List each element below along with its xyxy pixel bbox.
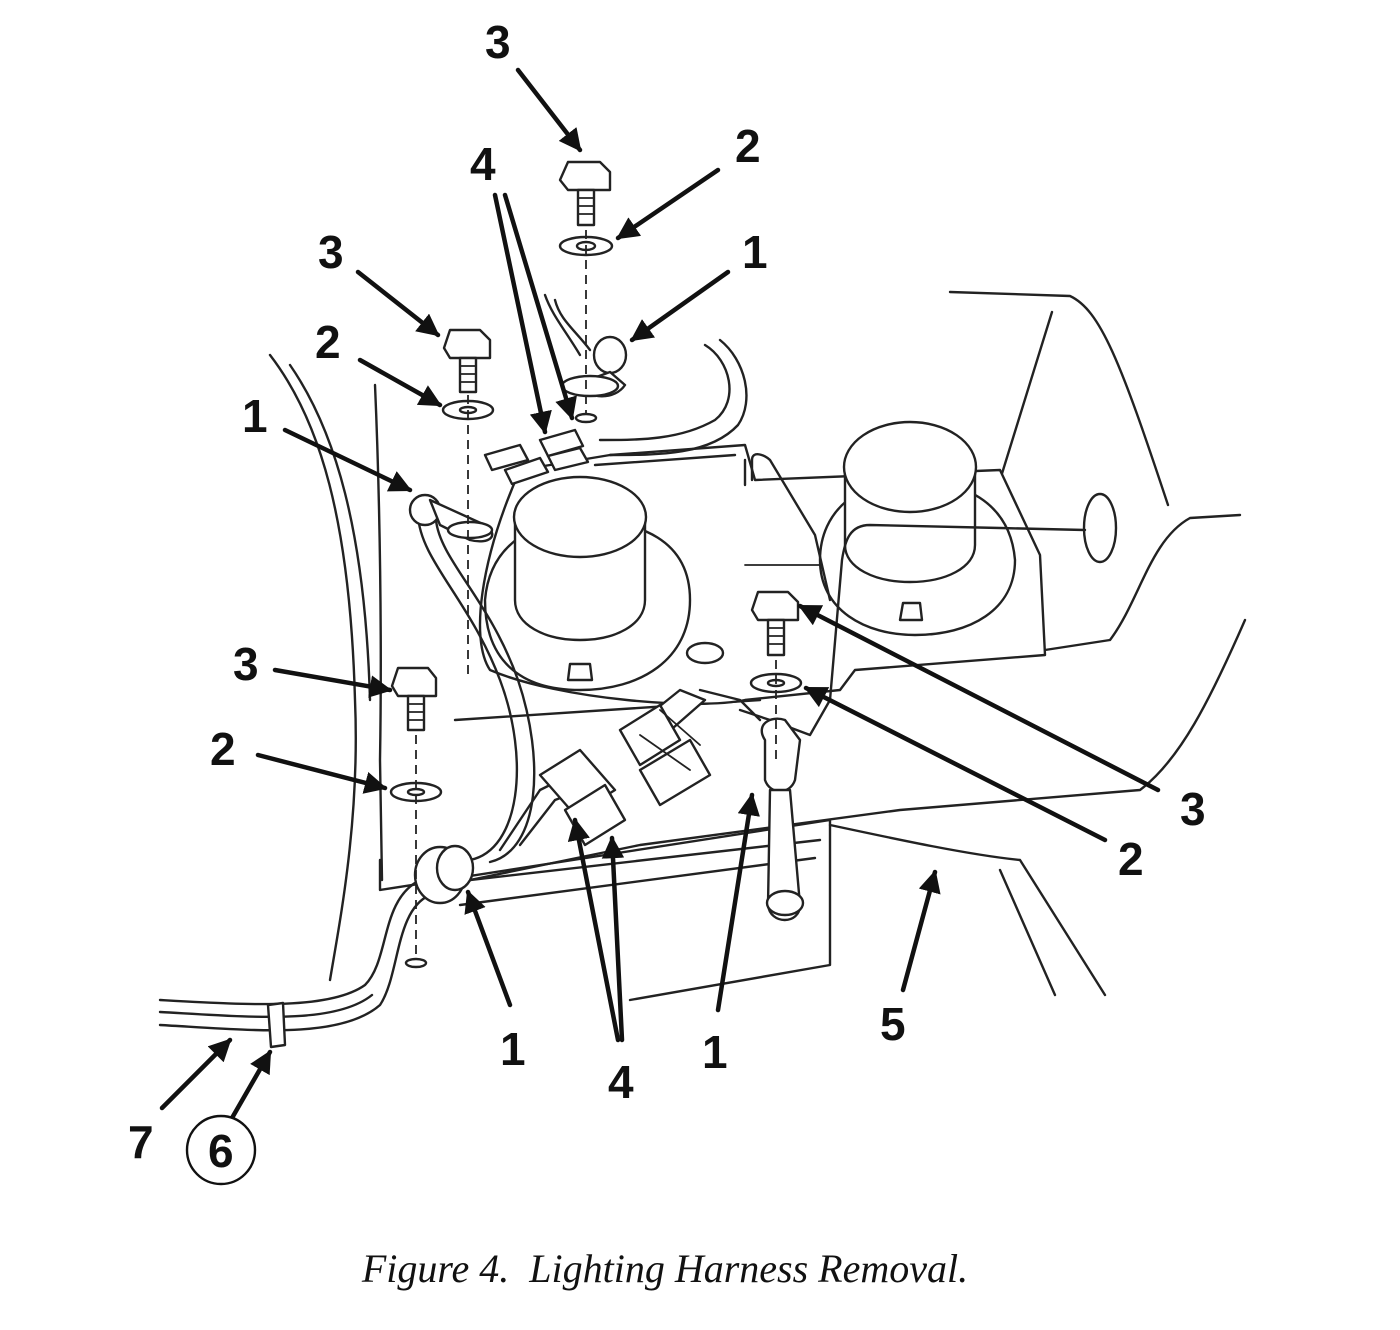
callout-3-right: 3	[1180, 783, 1206, 835]
bolt-center-lines	[404, 230, 777, 969]
callout-2-left-lower: 2	[210, 723, 236, 775]
callout-3-top: 3	[485, 16, 511, 68]
callout-1-bottom-left: 1	[500, 1023, 526, 1075]
callout-2-right: 2	[1118, 833, 1144, 885]
callout-6: 6	[208, 1125, 234, 1177]
callout-numbers: 3 2 4 1 3 2 1 3 2 3 2 1 4 1 5 7 6	[128, 16, 1206, 1186]
callout-1-top: 1	[742, 226, 768, 278]
callout-2-top: 2	[735, 120, 761, 172]
callout-1-bottom-right: 1	[702, 1026, 728, 1078]
leader-arrows	[159, 67, 1161, 1121]
callout-6-circle	[185, 1114, 257, 1186]
callout-1-left-upper: 1	[242, 390, 268, 442]
figure-caption: Figure 4. Lighting Harness Removal.	[361, 1246, 969, 1291]
tie-strap	[266, 1001, 287, 1049]
callout-4-bottom: 4	[608, 1056, 634, 1108]
callout-2-left-upper: 2	[315, 316, 341, 368]
left-lamp-housing	[483, 475, 692, 692]
callout-5: 5	[880, 998, 906, 1050]
callout-7: 7	[128, 1116, 154, 1168]
clamps	[408, 335, 805, 922]
right-lamp-housing	[818, 420, 1118, 702]
callout-4-top: 4	[470, 138, 496, 190]
callout-3-left-upper: 3	[318, 226, 344, 278]
callout-3-left-lower: 3	[233, 638, 259, 690]
